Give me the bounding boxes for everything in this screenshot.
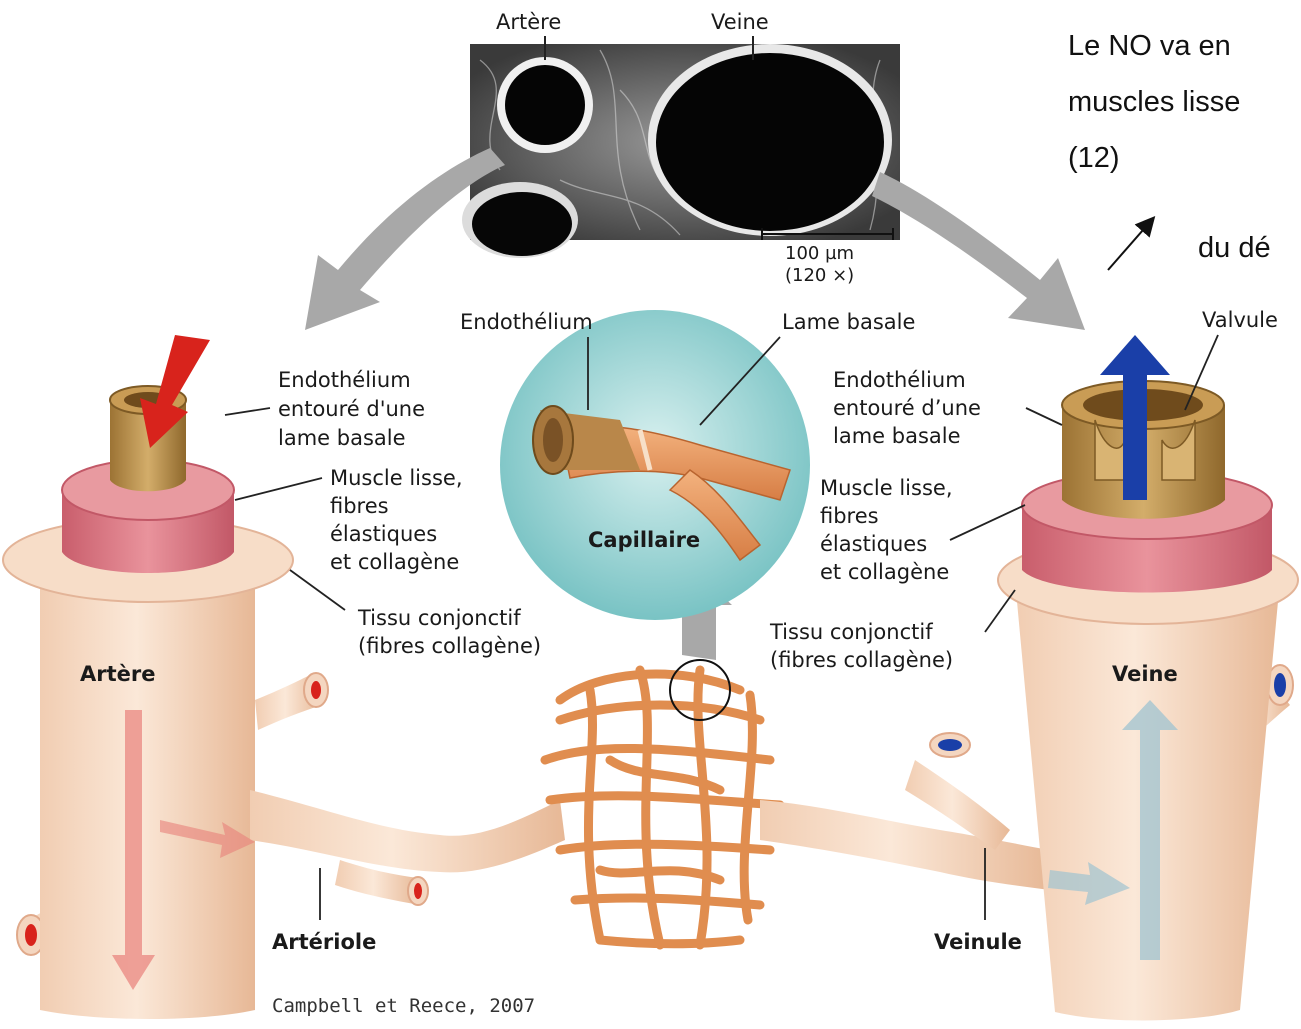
artery-endothelium-label-3: lame basale [278, 424, 406, 452]
capillary-name-label: Capillaire [588, 526, 700, 554]
vein-muscle-label-2: fibres [820, 502, 879, 530]
capillary-bed [545, 670, 780, 945]
micrograph-image [462, 36, 900, 258]
artery-endothelium-label-1: Endothélium [278, 366, 411, 394]
slide-text-line4: du dé [1198, 232, 1271, 265]
vein-muscle-label-3: élastiques [820, 530, 927, 558]
artery-muscle-label-1: Muscle lisse, [330, 464, 463, 492]
micrograph-artery-label: Artère [496, 8, 561, 36]
artery-muscle-label-3: élastiques [330, 520, 437, 548]
pointer-arrow-right [872, 172, 1085, 330]
capillary-endothelium-label: Endothélium [460, 308, 593, 336]
arteriole-label: Artériole [272, 928, 376, 956]
increase-arrow [1108, 222, 1150, 270]
vein-valve-label: Valvule [1202, 306, 1278, 334]
vein-connective-label-1: Tissu conjonctif [770, 618, 933, 646]
scale-magnification: (120 ×) [785, 262, 854, 290]
capillary-basal-lamina-label: Lame basale [782, 308, 915, 336]
micrograph-vein-label: Veine [711, 8, 769, 36]
artery-muscle-label-2: fibres [330, 492, 389, 520]
artery-name-label: Artère [80, 660, 156, 688]
slide-text-line1: Le NO va en [1068, 30, 1231, 63]
slide-text-line3: (12) [1068, 142, 1120, 175]
artery-endothelium-label-2: entouré d'une [278, 395, 425, 423]
credit-text: Campbell et Reece, 2007 [272, 995, 535, 1017]
venule-label: Veinule [934, 928, 1022, 956]
vein-muscle-label-1: Muscle lisse, [820, 474, 953, 502]
vein-connective-label-2: (fibres collagène) [770, 646, 953, 674]
vein-endothelium-label-2: entouré d’une [833, 394, 981, 422]
artery-connective-label-2: (fibres collagène) [358, 632, 541, 660]
vein-endothelium-label-1: Endothélium [833, 366, 966, 394]
capillary-detail [500, 310, 810, 620]
artery-connective-label-1: Tissu conjonctif [358, 604, 521, 632]
artery-muscle-label-4: et collagène [330, 548, 459, 576]
vein-name-label: Veine [1112, 660, 1178, 688]
vein-endothelium-label-3: lame basale [833, 422, 961, 450]
slide-text-line2: muscles lisse [1068, 86, 1240, 119]
vein-muscle-label-4: et collagène [820, 558, 949, 586]
